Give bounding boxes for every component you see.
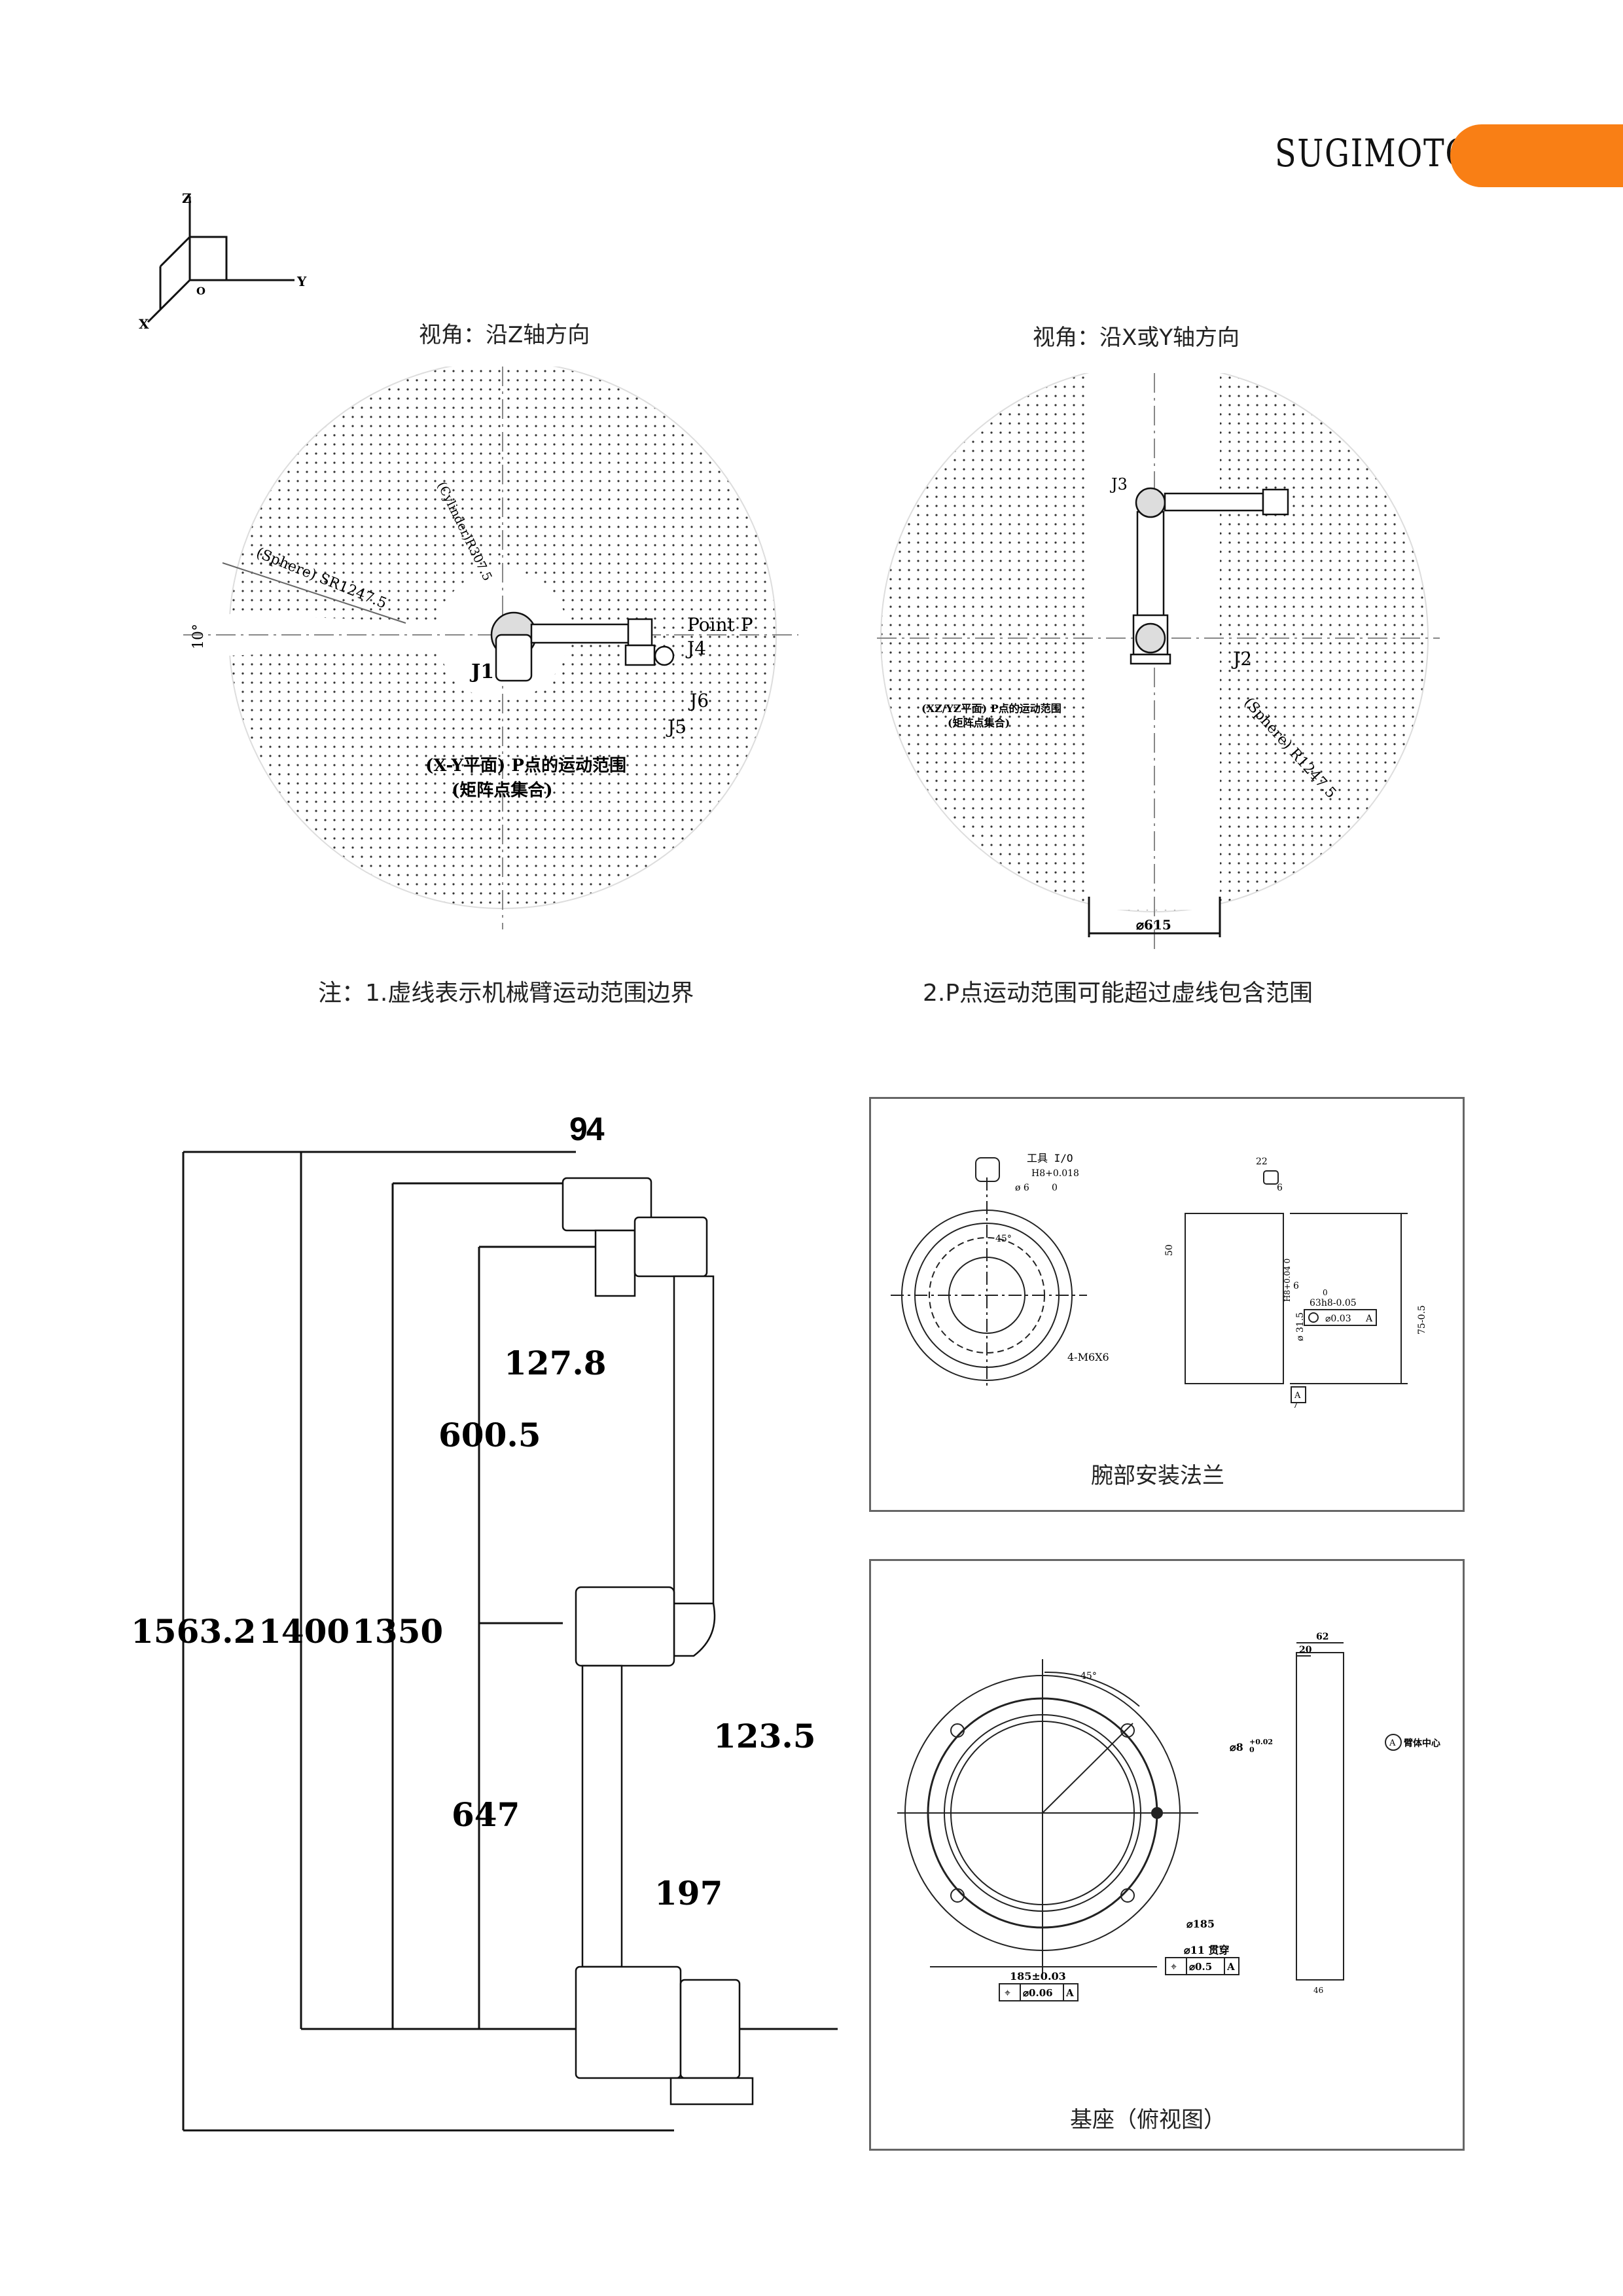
joint-j6-label: J6 — [688, 690, 709, 711]
datum-note: 臂体中心 — [1404, 1738, 1440, 1749]
axis-z-label: Z — [182, 190, 192, 206]
dim-1563-2: 1563.2 — [131, 1612, 256, 1651]
hole-position-datum: A — [1226, 1961, 1235, 1973]
tool-io-label: 工具 I/O — [1027, 1152, 1073, 1164]
axes-icon: Z Y X O — [139, 190, 307, 332]
xy-range-label: (X-Y平面) P点的运动范围 — [425, 755, 626, 776]
top-view-caption: 视角：沿Z轴方向 — [419, 322, 590, 348]
joint-j4-label: J4 — [685, 637, 706, 659]
pin-diameter-label: ø 6 — [1015, 1183, 1029, 1193]
brand-name: SUGIMOTO — [1275, 131, 1472, 175]
arm-elevation-drawing: 94 127.8 600.5 1563.2 1400 1350 123.5 64… — [131, 1111, 838, 2132]
dim-6-mid: 6 — [1293, 1281, 1299, 1291]
position-symbol: ⌖ — [1171, 1960, 1177, 1973]
dim-7: 7 — [1293, 1400, 1298, 1410]
axis-x-label: X — [139, 316, 149, 332]
base-drawing: 45° ⌀8 +0.02 0 ⌀185 ⌀11 贯穿 ⌖ ⌀0.5 A 185±… — [897, 1632, 1440, 2001]
base-angle-label: 45° — [1080, 1671, 1097, 1681]
dim-20: 20 — [1299, 1645, 1312, 1655]
height-dimension: 75-0.5 — [1417, 1305, 1427, 1335]
dim-127-8: 127.8 — [504, 1344, 607, 1382]
position-symbol-2: ⌖ — [1005, 1986, 1010, 1999]
thread-label: 4-M6X6 — [1067, 1351, 1109, 1363]
dim-22: 22 — [1256, 1157, 1268, 1167]
concentricity-frame: ⌀0.03 A — [1304, 1309, 1377, 1326]
pin-tolerance-lower: 0 — [1052, 1183, 1058, 1193]
side-view-caption: 视角：沿X或Y轴方向 — [1033, 325, 1240, 351]
dim-600-5: 600.5 — [438, 1416, 541, 1454]
bore-tolerance: H8+0.04 0 — [1283, 1259, 1292, 1302]
wrist-flange-drawing: 工具 I/O H8+0.018 ø 6 0 45° 4-M6X6 22 6 50… — [891, 1152, 1427, 1410]
note-1: 注：1.虚线表示机械臂运动范围边界 — [318, 980, 694, 1007]
base-diameter-label: ⌀615 — [1136, 917, 1171, 933]
hole-position-frame: ⌖ ⌀0.5 A — [1165, 1957, 1240, 1975]
outer-tolerance-upper: 0 — [1323, 1288, 1328, 1297]
dim-62: 62 — [1316, 1632, 1329, 1642]
bore-label: ø 31.5 — [1295, 1312, 1306, 1341]
axis-origin-label: O — [196, 285, 205, 297]
dim-647: 647 — [452, 1795, 520, 1834]
top-view-reach-diagram: (Sphere) SR1247.5 (Cylinder)R307.5 10° P… — [183, 367, 798, 929]
dim-1400: 1400 — [259, 1612, 349, 1651]
dim-6-top: 6 — [1277, 1183, 1283, 1193]
base-pin-tol-lower: 0 — [1249, 1746, 1255, 1754]
span-position-tolerance: ⌀0.06 — [1023, 1987, 1053, 1999]
point-p-label: Point P — [687, 614, 753, 636]
joint-j5-label: J5 — [666, 716, 687, 738]
base-pin-diameter: ⌀8 — [1230, 1741, 1243, 1753]
base-title: 基座（俯视图） — [1070, 2107, 1226, 2133]
flange-angle-label: 45° — [995, 1234, 1012, 1244]
span-dimension: 185±0.03 — [1010, 1970, 1066, 1982]
datum-a-box: A — [1294, 1391, 1301, 1401]
angle-label: 10° — [190, 624, 207, 649]
wrist-flange-title: 腕部安装法兰 — [1091, 1463, 1224, 1489]
span-position-datum: A — [1065, 1987, 1074, 1999]
xy-range-sublabel: (矩阵点集合) — [452, 780, 553, 800]
hole-position-tolerance: ⌀0.5 — [1189, 1961, 1212, 1973]
base-pin-tol-upper: +0.02 — [1249, 1738, 1273, 1746]
dim-123-5: 123.5 — [713, 1717, 816, 1755]
dim-197: 197 — [654, 1874, 722, 1912]
dim-94: 94 — [569, 1111, 605, 1147]
axis-y-label: Y — [296, 274, 307, 289]
note-2: 2.P点运动范围可能超过虚线包含范围 — [923, 980, 1313, 1007]
xz-range-label: (XZ/YZ平面) P点的运动范围 — [921, 702, 1061, 715]
concentricity-value: ⌀0.03 — [1325, 1314, 1351, 1324]
joint-j2-label: J2 — [1231, 648, 1252, 670]
joint-j3-label: J3 — [1109, 475, 1128, 493]
xz-range-sublabel: (矩阵点集合) — [948, 717, 1010, 729]
dim-1350: 1350 — [352, 1612, 443, 1651]
outer-diameter-label: 63h8-0.05 — [1310, 1298, 1357, 1308]
side-view-reach-diagram: J3 J2 (XZ/YZ平面) P点的运动范围 (矩阵点集合) (Sphere)… — [877, 373, 1440, 949]
joint-j1-label: J1 — [469, 660, 494, 683]
bolt-circle-label: ⌀185 — [1186, 1918, 1215, 1930]
brand-accent-bar — [1450, 124, 1623, 187]
pin-tolerance-upper: H8+0.018 — [1031, 1168, 1079, 1179]
dim-46: 46 — [1313, 1986, 1323, 1995]
base-panel: 45° ⌀8 +0.02 0 ⌀185 ⌀11 贯穿 ⌖ ⌀0.5 A 185±… — [869, 1559, 1465, 2151]
datum-a-circle: A — [1389, 1738, 1396, 1748]
span-position-frame: ⌖ ⌀0.06 A — [999, 1983, 1079, 2001]
through-hole-label: ⌀11 贯穿 — [1184, 1944, 1229, 1956]
concentricity-datum: A — [1365, 1314, 1373, 1324]
dim-50: 50 — [1164, 1244, 1175, 1256]
wrist-flange-panel: 工具 I/O H8+0.018 ø 6 0 45° 4-M6X6 22 6 50… — [869, 1097, 1465, 1512]
